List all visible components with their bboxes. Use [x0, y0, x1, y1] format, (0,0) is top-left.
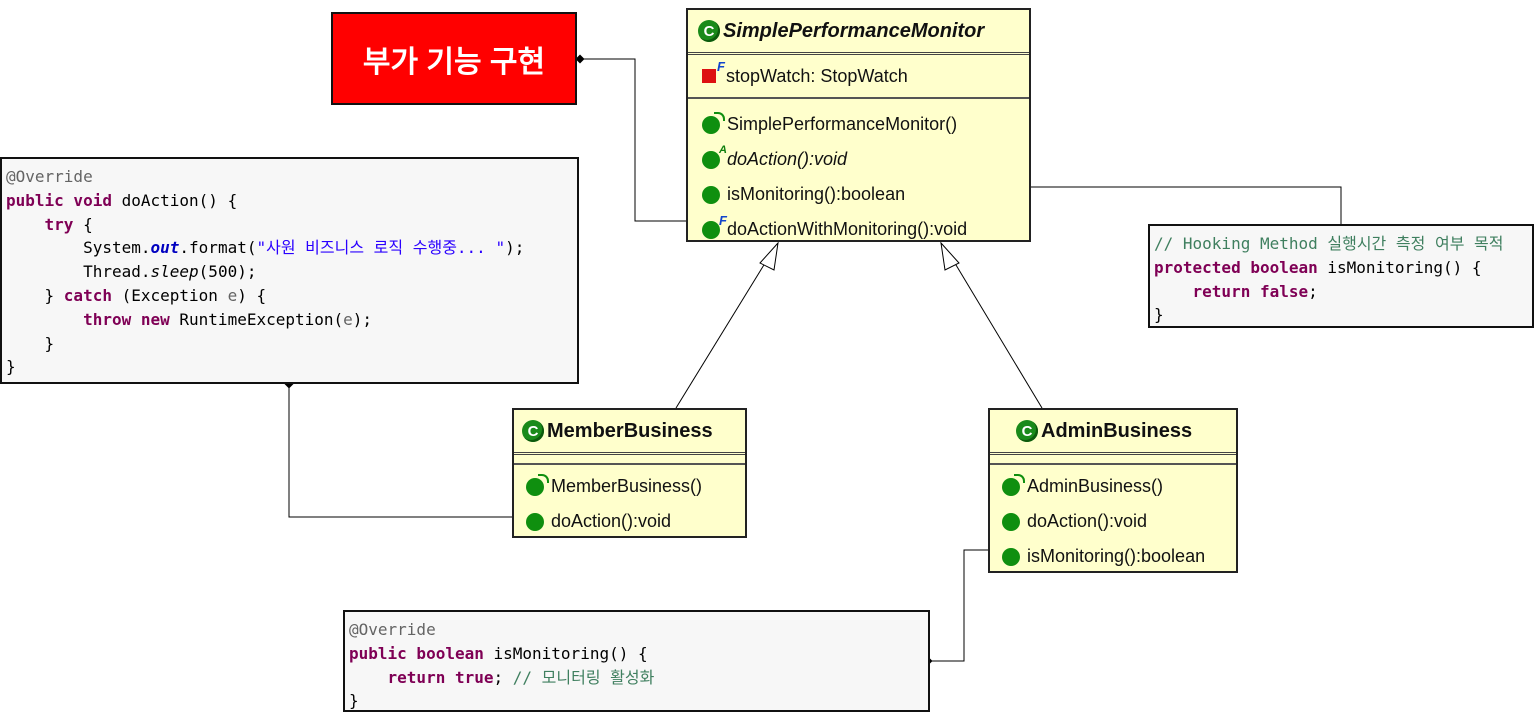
method-label: AdminBusiness() — [1027, 476, 1164, 496]
method-row[interactable]: isMonitoring():boolean — [702, 177, 1029, 212]
method-row[interactable]: doAction():void — [526, 504, 745, 539]
method-section: AdminBusiness() doAction():void isMonito… — [990, 465, 1236, 574]
class-member-business[interactable]: C MemberBusiness MemberBusiness() doActi… — [512, 408, 747, 538]
public-method-icon — [1002, 547, 1020, 566]
class-admin-business[interactable]: C AdminBusiness AdminBusiness() doAction… — [988, 408, 1238, 573]
method-label: isMonitoring():boolean — [1027, 546, 1206, 566]
field-label: stopWatch: StopWatch — [726, 65, 908, 86]
note-link-red — [575, 54, 699, 226]
method-label: doAction():void — [1027, 511, 1148, 531]
method-label: doAction():void — [551, 511, 672, 531]
public-method-icon — [1002, 512, 1020, 531]
field-section — [514, 455, 745, 465]
method-row[interactable]: F doActionWithMonitoring():void — [702, 212, 1029, 247]
feature-note-label: 부가 기능 구현 — [362, 45, 546, 79]
class-name: SimplePerformanceMonitor — [723, 19, 985, 42]
method-label: doAction():void — [727, 149, 848, 169]
constructor-icon — [1002, 473, 1025, 496]
class-header: C SimplePerformanceMonitor — [688, 10, 1029, 55]
method-row[interactable]: isMonitoring():boolean — [1002, 539, 1236, 574]
code-note-member-doaction: @Override public void doAction() { try {… — [0, 157, 579, 384]
public-method-icon: A — [702, 144, 727, 169]
note-link-admin-code — [923, 545, 1001, 666]
method-row[interactable]: A doAction():void — [702, 142, 1029, 177]
method-label: SimplePerformanceMonitor() — [727, 114, 958, 134]
field-section: F stopWatch: StopWatch — [688, 55, 1029, 99]
class-name: AdminBusiness — [1041, 419, 1193, 442]
constructor-icon — [702, 111, 725, 134]
method-section: MemberBusiness() doAction():void — [514, 465, 745, 539]
constructor-icon — [526, 473, 549, 496]
method-label: doActionWithMonitoring():void — [727, 219, 968, 239]
field-section — [990, 455, 1236, 465]
final-marker-icon: F — [719, 212, 727, 228]
feature-note: 부가 기능 구현 — [331, 12, 577, 105]
code-note-admin-ismonitoring: @Override public boolean isMonitoring() … — [343, 610, 930, 712]
class-c-icon: C — [1016, 420, 1038, 442]
field-row[interactable]: F stopWatch: StopWatch — [702, 59, 908, 87]
inheritance-arrowhead-admin — [940, 241, 960, 271]
private-field-icon: F — [702, 59, 725, 83]
public-method-icon — [526, 512, 544, 531]
class-simple-performance-monitor[interactable]: C SimplePerformanceMonitor F stopWatch: … — [686, 8, 1031, 242]
class-name: MemberBusiness — [547, 419, 713, 442]
method-row[interactable]: MemberBusiness() — [526, 469, 745, 504]
note-link-hook — [935, 182, 1346, 233]
public-method-icon: F — [702, 213, 727, 239]
method-row[interactable]: AdminBusiness() — [1002, 469, 1236, 504]
method-row[interactable]: SimplePerformanceMonitor() — [702, 107, 1029, 142]
code-note-hook-method: // Hooking Method 실행시간 측정 여부 목적 protecte… — [1148, 224, 1534, 328]
method-label: isMonitoring():boolean — [727, 184, 906, 204]
class-header: C MemberBusiness — [514, 410, 745, 455]
class-c-icon: C — [522, 420, 544, 442]
method-row[interactable]: doAction():void — [1002, 504, 1236, 539]
inheritance-arrowhead-member — [759, 241, 779, 271]
method-label: MemberBusiness() — [551, 476, 703, 496]
abstract-marker-icon: A — [719, 143, 727, 156]
public-method-icon — [702, 185, 720, 204]
class-c-icon: C — [698, 20, 720, 42]
method-section: SimplePerformanceMonitor() A doAction():… — [688, 99, 1029, 247]
inheritance-member — [675, 254, 771, 409]
inheritance-admin — [949, 254, 1043, 409]
note-link-member-code — [284, 379, 523, 522]
class-header: C AdminBusiness — [990, 410, 1236, 455]
